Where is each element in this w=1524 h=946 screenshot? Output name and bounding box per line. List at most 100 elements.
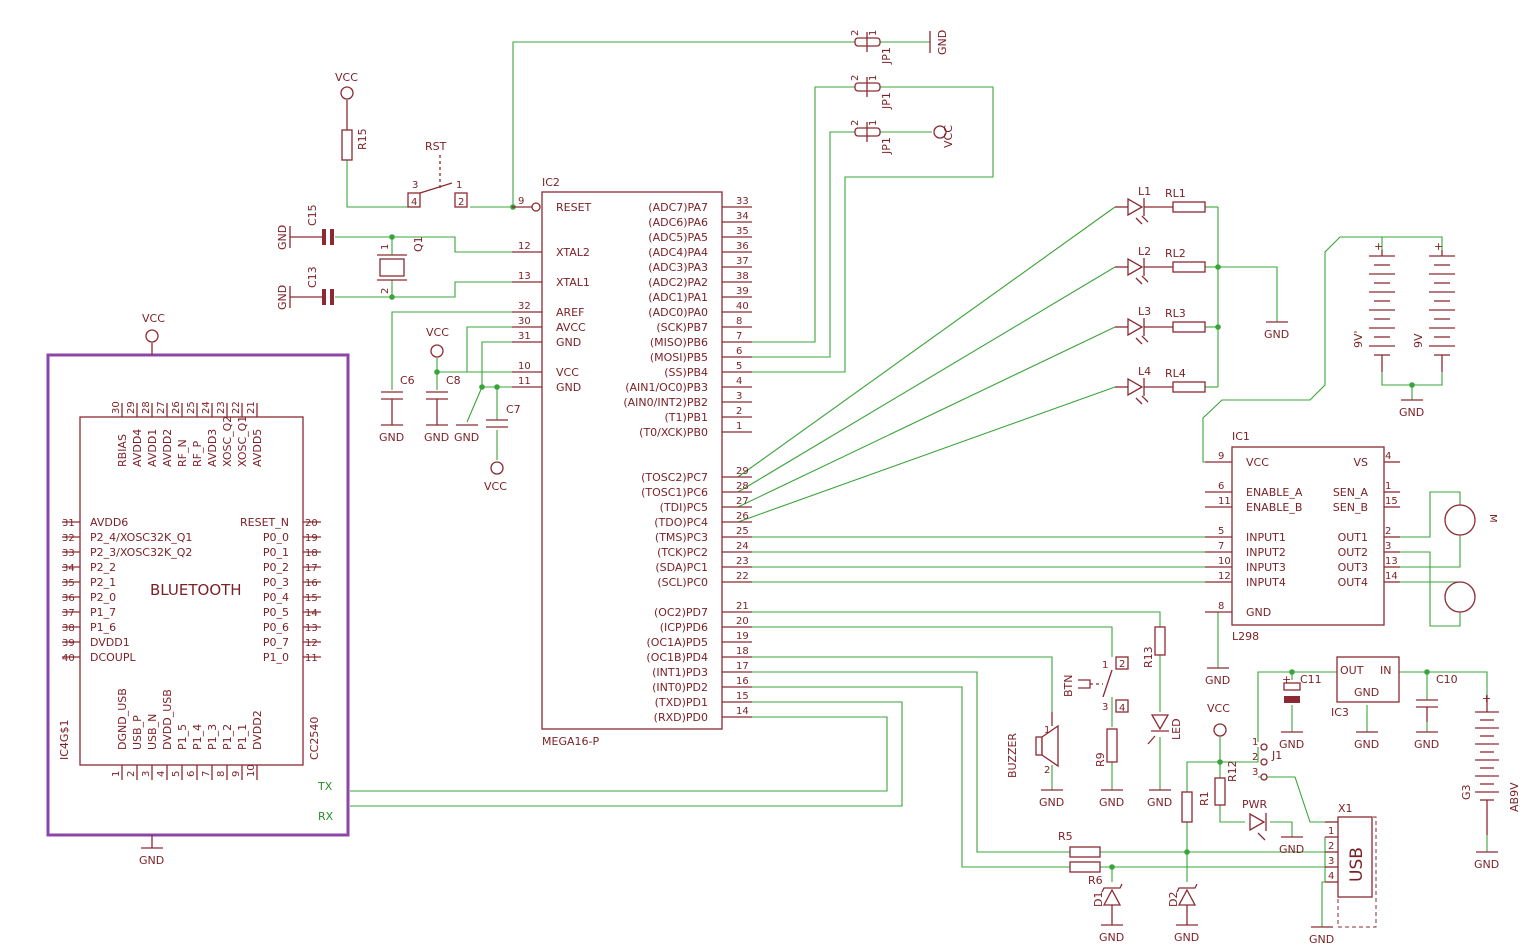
pwr-label: PWR [1242,798,1268,811]
resistor-r1: R1 [1181,791,1211,823]
ic1-pin-label: ENABLE_A [1246,486,1303,499]
led-ray [1135,217,1143,225]
bt-pin-label: P0_6 [263,621,289,634]
led-icon [1127,377,1144,397]
bt-pin-label: AVDD1 [146,429,159,467]
ic2-pin-num: 22 [736,571,749,582]
ic1-pin-label: VCC [1246,456,1269,469]
ic2-pin-label: XTAL2 [556,246,590,259]
q1-pin-2: 2 [380,288,391,294]
ic2-pin-num: 8 [736,316,742,327]
led-ray [1135,277,1143,285]
bt-pin-label: DCOUPL [90,651,136,664]
push-button-btn[interactable]: BTN 1 2 3 4 [1062,656,1129,714]
bt-pin-num: 7 [201,771,212,777]
bt-pin-num: 27 [156,401,167,414]
gnd-label: GND [1279,843,1304,856]
bt-pin-label: AVDD3 [206,429,219,467]
c6-label: C6 [400,374,415,387]
jumper-pin-1: 1 [868,30,879,36]
bt-pin-label: USB_N [146,714,159,750]
motor-1-mark: M [1487,514,1498,523]
bt-pin-num: 25 [186,401,197,414]
j1-label: J1 [1271,749,1282,762]
gnd-label: GND [139,854,164,867]
ic2-pin-label: (ICP)PD6 [660,621,708,634]
btn-label: BTN [1062,675,1075,698]
led-label: LED [1170,718,1183,740]
ic1-pin-label: INPUT3 [1246,561,1286,574]
bt-pin-label: DGND_USB [116,688,129,750]
bt-pin-num: 34 [62,563,75,574]
bt-pin-label: P0_2 [263,561,289,574]
r12-label: R12 [1226,760,1239,782]
ic2-pin-label: XTAL1 [556,276,590,289]
ic1-pin-num: 13 [1385,556,1398,567]
bt-pin-num: 11 [305,653,318,664]
rst-label: RST [425,140,447,153]
rst-pin-4: 4 [411,197,417,208]
gnd-label: GND [1264,328,1289,341]
ic2-pin-label: (T1)PB1 [665,411,708,424]
ic1-pin-num: 7 [1218,541,1224,552]
gnd-label: GND [1099,796,1124,809]
bt-pin-num: 10 [246,764,257,777]
ic2-pin-num: 38 [736,271,749,282]
ic2-pin-num: 26 [736,511,749,522]
resistor-r6: R6 [1069,861,1103,887]
gnd-label: GND [1309,933,1334,946]
bt-pin-num: 9 [231,771,242,777]
ic2-pin-label: (ADC5)PA5 [648,231,708,244]
vcc-label: VCC [142,312,165,325]
bt-pin-label: RF_N [176,439,189,467]
gnd-label: GND [379,431,404,444]
regulator-ic3: OUT IN GND IC3 [1331,656,1400,719]
led-ray [1135,397,1143,405]
bt-pin-label: RBIAS [116,434,129,467]
ic2-name: IC2 [542,176,560,189]
junctions [389,204,1430,870]
bt-pin-num: 8 [216,771,227,777]
motor-2 [1444,581,1476,613]
ic2-pin-num: 3 [736,391,742,402]
ic2-pin-num: 30 [518,316,531,327]
ic2-right-pins: 33(ADC7)PA734(ADC6)PA635(ADC5)PA536(ADC4… [623,196,752,724]
ic2-pin-num: 27 [736,496,749,507]
switch-j1[interactable]: 1 2 3 J1 [1252,737,1282,781]
ic2-pin-label: (TDI)PC5 [660,501,708,514]
bt-pin-num: 14 [305,608,318,619]
rst-pin-2: 2 [458,197,464,208]
usb-label: USB [1347,847,1367,882]
ic2-pin-label: (SCL)PC0 [657,576,708,589]
bt-title: BLUETOOTH [150,581,242,599]
ic3-gnd: GND [1354,686,1379,699]
led-indicator: LED [1147,714,1183,745]
resistor-r9: R9 [1094,728,1118,767]
bt-pin-label: AVDD6 [90,516,128,529]
bt-pin-num: 35 [62,578,75,589]
wires [335,41,1488,927]
ic2-pin-num: 18 [736,646,749,657]
bt-pin-label: P1_3 [206,724,219,750]
ic2-pin-num: 21 [736,601,749,612]
ic2-pin-num: 10 [518,361,531,372]
gnd-label: GND [1474,858,1499,871]
bt-pin-num: 18 [305,548,318,559]
reset-switch[interactable]: RST 3 1 4 2 [407,140,468,208]
led-icon [1127,317,1144,337]
bt-pin-label: P1_0 [263,651,289,664]
ic2-pin-num: 4 [736,376,742,387]
vcc-power-icon [145,329,159,343]
usb-pin-2: 2 [1328,841,1334,852]
led-icon [1127,257,1144,277]
ic1-name: IC1 [1232,430,1250,443]
ic2-pin-label: (TXD)PD1 [655,696,708,709]
bt-pin-label: AVDD5 [251,429,264,467]
ic2-pin-num: 7 [736,331,742,342]
ic2-pin-num: 37 [736,256,749,267]
diode-d2: D2 [1167,883,1198,925]
led-label: L1 [1138,185,1151,198]
r1-label: R1 [1198,791,1211,806]
